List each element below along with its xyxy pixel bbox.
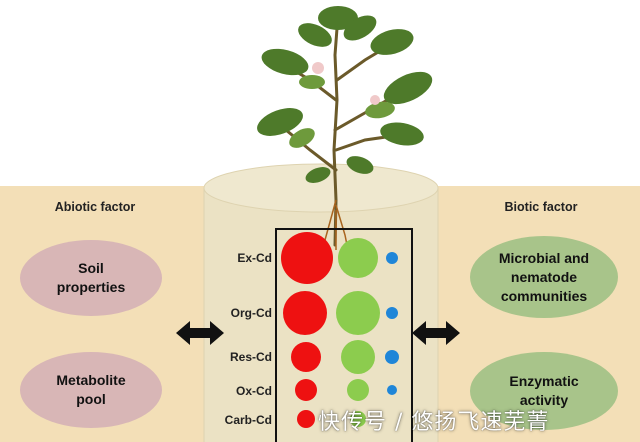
bubble-ex-cd-red [281,232,333,284]
microbial-line2: nematode [510,268,578,285]
biotic-factor-title: Biotic factor [504,200,578,214]
fraction-label-ox-cd: Ox-Cd [236,384,272,398]
bubble-res-cd-red [291,342,321,372]
bubble-org-cd-blue [386,307,398,319]
microbial-line1: Microbial and [498,249,590,266]
microbial-nematode-ellipse: Microbial and nematode communities [470,236,618,318]
enzymatic-line2: activity [519,392,569,408]
bubble-org-cd-red [283,291,327,335]
bubble-ox-cd-green [347,379,369,401]
bubble-ex-cd-green [338,238,378,278]
metabolite-pool-line1: Metabolite [56,372,126,388]
fraction-label-carb-cd: Carb-Cd [224,413,272,427]
bubble-ox-cd-red [295,379,317,401]
abiotic-factor-title: Abiotic factor [54,200,136,214]
fraction-label-res-cd: Res-Cd [229,350,272,364]
cotton-plant-icon [257,6,433,250]
bubble-carb-cd-red [297,410,315,428]
fraction-bubbles [281,232,399,428]
bubble-ox-cd-blue [387,385,397,395]
enzymatic-activity-ellipse: Enzymatic activity [470,352,618,430]
bubble-res-cd-green [341,340,375,374]
metabolite-pool-ellipse: Metabolite pool [20,352,162,428]
fraction-label-ex-cd: Ex-Cd [237,251,272,265]
double-arrow-icon [412,321,460,345]
soil-properties-line2: properties [56,279,126,295]
bubble-carb-cd-green [350,411,366,427]
soil-properties-ellipse: Soil properties [20,240,162,316]
fraction-label-org-cd: Org-Cd [230,306,272,320]
metabolite-pool-line2: pool [76,391,106,407]
enzymatic-line1: Enzymatic [509,373,579,389]
watermark-text: 快传号 / 悠扬飞速芜菁 [318,410,550,435]
soil-properties-line1: Soil [78,260,104,276]
bubble-res-cd-blue [385,350,399,364]
microbial-line3: communities [500,287,588,304]
double-arrow-icon [176,321,224,345]
fraction-bubble-box [275,228,413,442]
bubble-org-cd-green [336,291,380,335]
bubble-ex-cd-blue [386,252,398,264]
